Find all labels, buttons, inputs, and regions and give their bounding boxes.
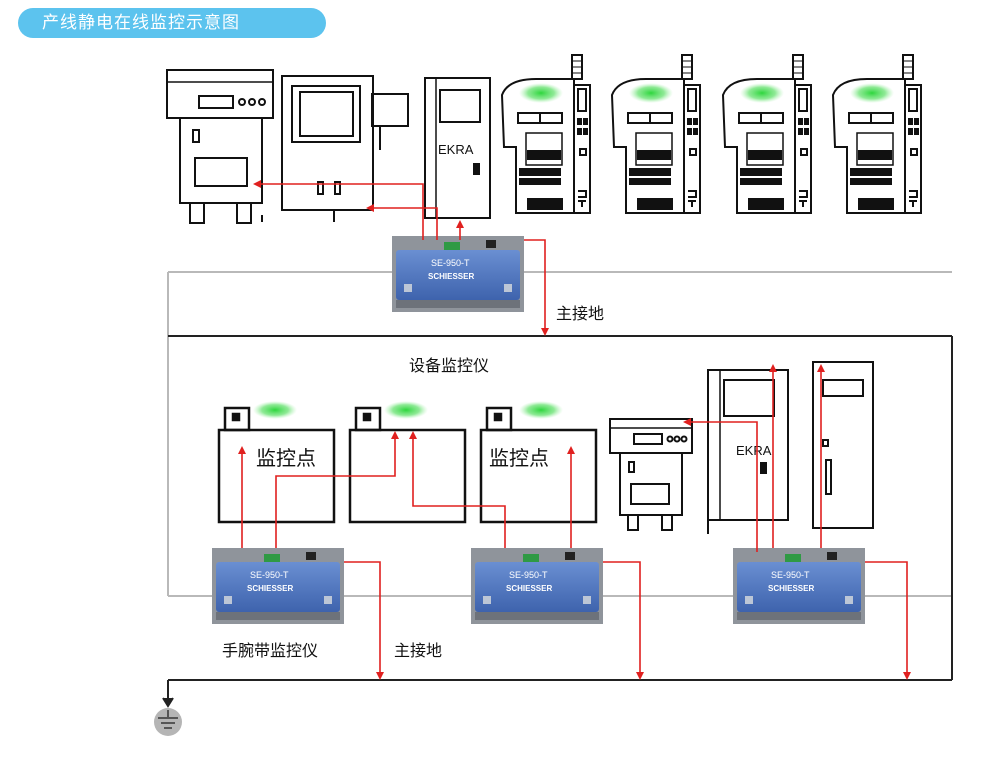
diagram-title: 产线静电在线监控示意图: [18, 8, 326, 38]
ground-icon: [154, 708, 182, 736]
signal-wires: [238, 180, 911, 680]
device-wrist-model: SE-950-T: [250, 570, 289, 580]
device-right-brand: SCHIESSER: [768, 584, 814, 593]
led-glow-3: [519, 401, 563, 419]
main-ground-label-top: 主接地: [556, 304, 605, 323]
machine-placement-2: [611, 54, 701, 214]
main-ground-label-bottom: 主接地: [394, 641, 443, 660]
machine-ekra-top: [424, 77, 491, 219]
main-ground-bus: [162, 679, 952, 708]
machine-placement-1: [501, 54, 591, 214]
monitor-point-box-2: [348, 406, 467, 524]
device-top-brand: SCHIESSER: [428, 272, 474, 281]
device-mid-model: SE-950-T: [509, 570, 548, 580]
device-right-model: SE-950-T: [771, 570, 810, 580]
device-top-model: SE-950-T: [431, 258, 470, 268]
led-glow-2: [384, 401, 428, 419]
device-wrist-brand: SCHIESSER: [247, 584, 293, 593]
machine-ekra-bottom: [707, 369, 789, 534]
device-mid-brand: SCHIESSER: [506, 584, 552, 593]
ekra-label-top: EKRA: [438, 142, 474, 157]
wrist-monitor-label: 手腕带监控仪: [222, 641, 319, 660]
monitor-point-label-3: 监控点: [489, 446, 549, 470]
machine-printer: [166, 69, 274, 224]
machine-placement-3: [722, 54, 812, 214]
machine-placement-4: [832, 54, 922, 214]
monitor-point-box-3: [479, 406, 598, 524]
monitor-point-label-1: 监控点: [256, 446, 316, 470]
machine-tall-cabinet: [812, 361, 874, 529]
machine-printer-bottom: [609, 418, 693, 531]
ekra-label-bottom: EKRA: [736, 443, 772, 458]
equipment-box: [168, 335, 953, 680]
machine-cabinet: [281, 75, 409, 222]
led-glow-1: [253, 401, 297, 419]
equipment-monitor-label: 设备监控仪: [409, 356, 490, 375]
